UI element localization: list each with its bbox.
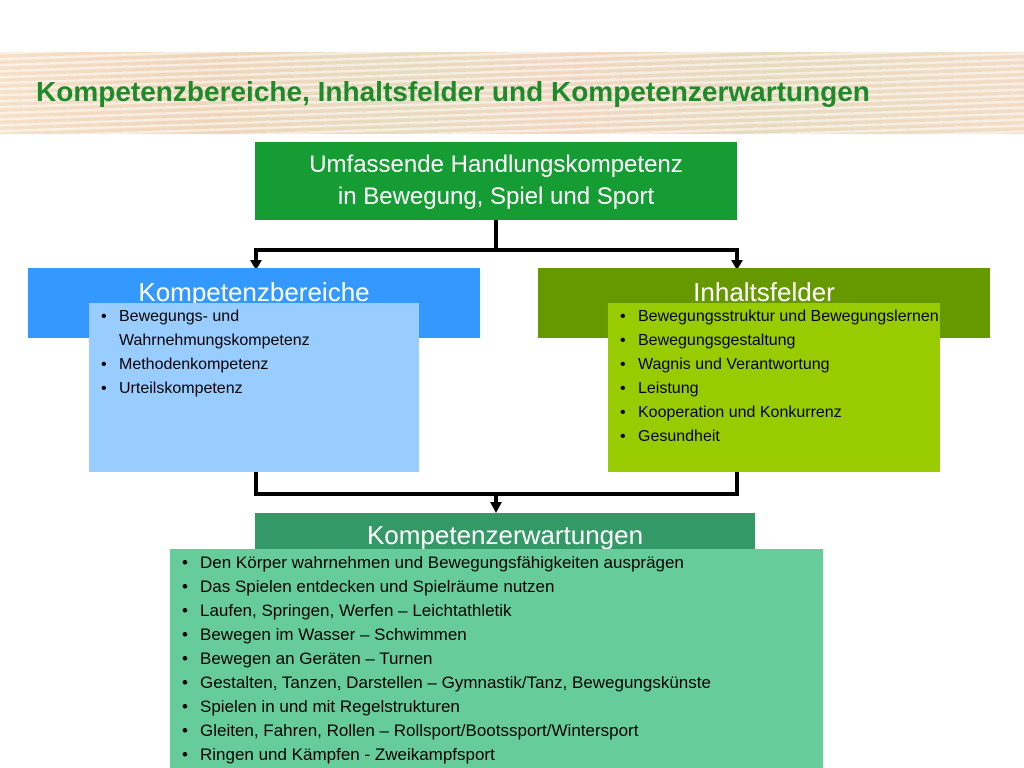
list-item: Wagnis und Verantwortung bbox=[608, 353, 940, 377]
handlungskompetenz-box: Umfassende Handlungskompetenz in Bewegun… bbox=[255, 142, 737, 220]
list-item: Leistung bbox=[608, 377, 940, 401]
list-item: Das Spielen entdecken und Spielräume nut… bbox=[170, 575, 823, 599]
handlungskompetenz-line-1: Umfassende Handlungskompetenz bbox=[309, 151, 683, 178]
list-item: Ringen und Kämpfen - Zweikampfsport bbox=[170, 743, 823, 767]
kompetenzerwartungen-list: Den Körper wahrnehmen und Bewegungsfähig… bbox=[170, 549, 823, 768]
list-item: Kooperation und Konkurrenz bbox=[608, 401, 940, 425]
arrowhead-inhaltsfelder bbox=[731, 260, 743, 270]
list-item: Gesundheit bbox=[608, 425, 940, 449]
list-item: Methodenkompetenz bbox=[89, 353, 419, 377]
title-band bbox=[0, 52, 1024, 134]
list-item: Bewegen im Wasser – Schwimmen bbox=[170, 623, 823, 647]
kompetenzbereiche-list: Bewegungs- und Wahrnehmungskompetenz Met… bbox=[89, 303, 419, 472]
handlungskompetenz-line-2: in Bewegung, Spiel und Sport bbox=[337, 183, 655, 210]
list-item: Laufen, Springen, Werfen – Leichtathleti… bbox=[170, 599, 823, 623]
arrowhead-kompetenzbereiche bbox=[250, 260, 262, 270]
list-item: Spielen in und mit Regelstrukturen bbox=[170, 695, 823, 719]
page-title: Kompetenzbereiche, Inhaltsfelder und Kom… bbox=[36, 76, 870, 107]
list-item: Gestalten, Tanzen, Darstellen – Gymnasti… bbox=[170, 671, 823, 695]
list-item: Bewegungsgestaltung bbox=[608, 329, 940, 353]
list-item: Bewegen an Geräten – Turnen bbox=[170, 647, 823, 671]
list-item: Den Körper wahrnehmen und Bewegungsfähig… bbox=[170, 551, 823, 575]
list-item: Urteilskompetenz bbox=[89, 377, 419, 401]
list-item: Gleiten, Fahren, Rollen – Rollsport/Boot… bbox=[170, 719, 823, 743]
arrowhead-kompetenzerwartungen bbox=[490, 502, 502, 513]
list-item: Bewegungs- und Wahrnehmungskompetenz bbox=[89, 305, 419, 353]
list-item: Bewegungsstruktur und Bewegungslernen bbox=[608, 305, 940, 329]
inhaltsfelder-list: Bewegungsstruktur und Bewegungslernen Be… bbox=[608, 303, 940, 472]
